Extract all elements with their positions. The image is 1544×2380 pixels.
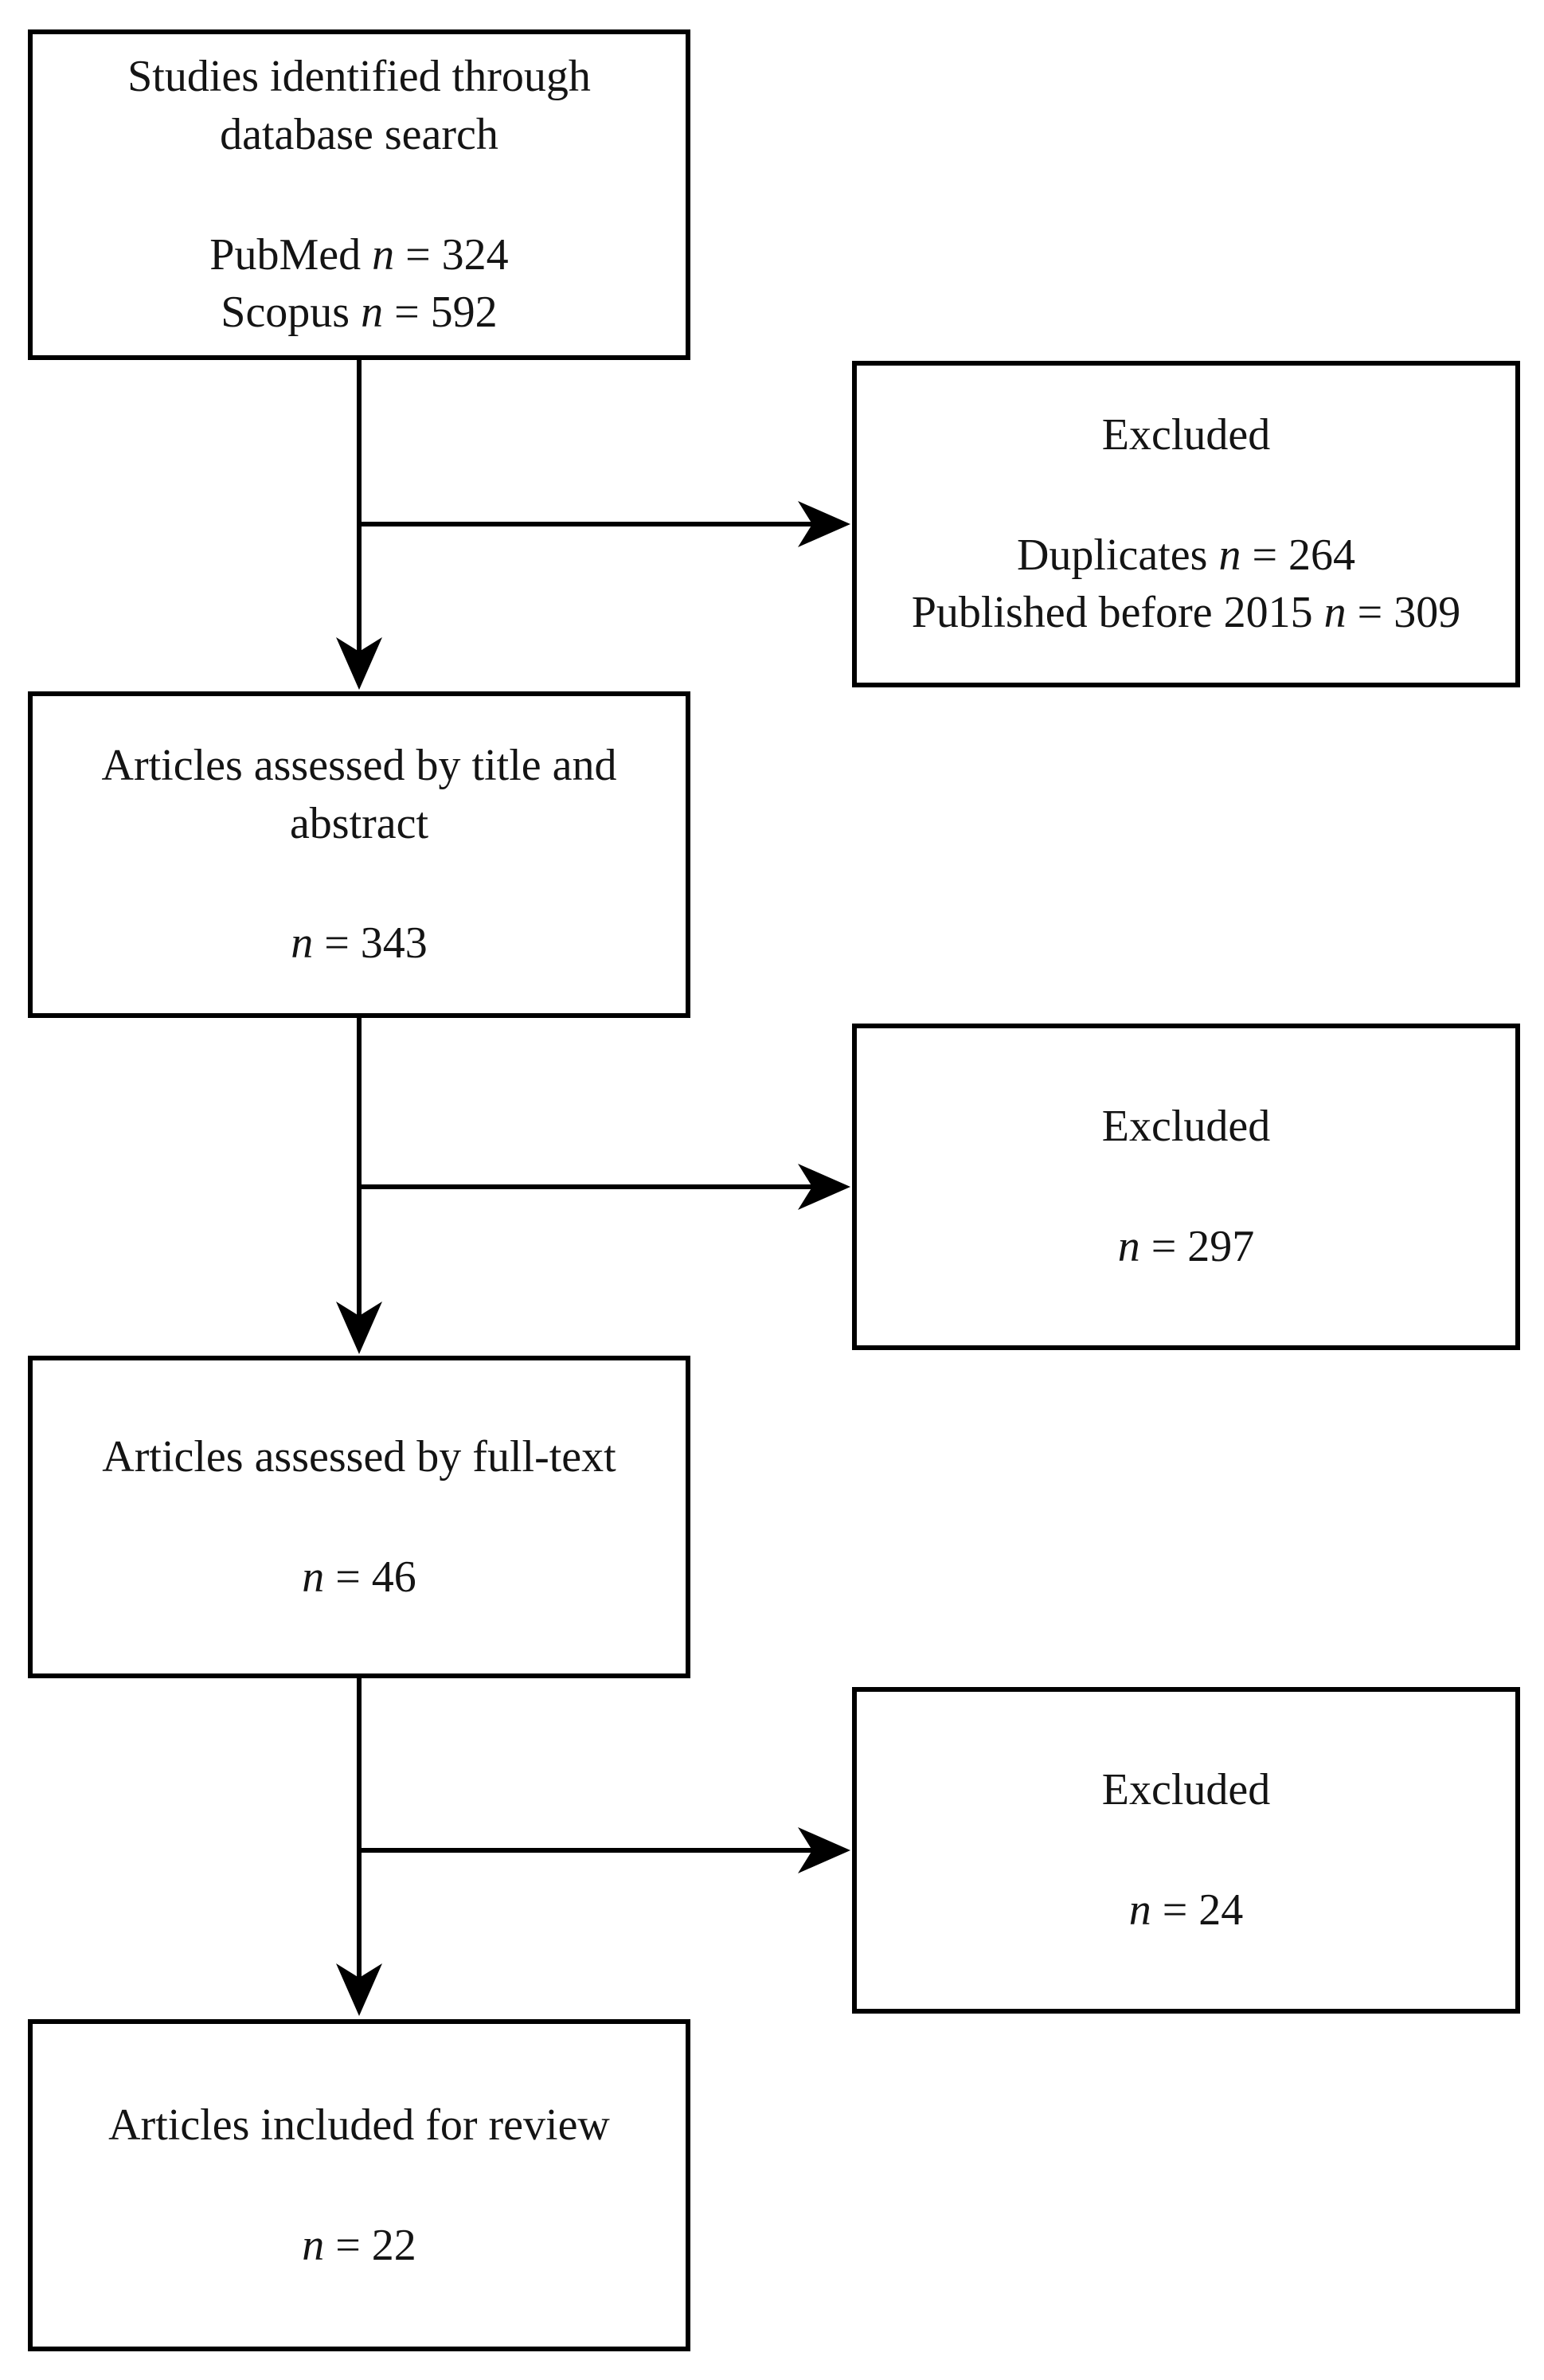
- title-line: abstract: [289, 798, 429, 848]
- stat-count: n = 297: [1117, 1222, 1255, 1271]
- box-excluded-duplicates: Excluded Duplicates n = 264 Published be…: [852, 361, 1520, 687]
- arrowhead-down: [336, 637, 382, 690]
- box-title: Excluded: [857, 1098, 1515, 1156]
- box-excluded-fulltext: Excluded n = 24: [852, 1687, 1520, 2014]
- arrowhead-right: [798, 1164, 850, 1210]
- connector-title-abstract-to-excluded-2: [359, 1164, 850, 1210]
- connector-identified-to-title-abstract: [336, 360, 382, 690]
- title-line: Articles assessed by full-text: [102, 1431, 616, 1482]
- stat-scopus: Scopus n = 592: [221, 288, 498, 338]
- stat-duplicates: Duplicates n = 264: [1016, 530, 1356, 580]
- stat-count: n = 24: [1128, 1885, 1244, 1935]
- box-title: Excluded: [857, 1761, 1515, 1819]
- box-title: Articles included for review: [33, 2096, 686, 2155]
- box-included-review: Articles included for review n = 22: [28, 2019, 690, 2351]
- title-line: Excluded: [1101, 1102, 1271, 1152]
- connector-fulltext-to-excluded-3: [359, 1827, 850, 1873]
- stat-count: n = 46: [302, 1552, 416, 1602]
- n-symbol: n: [302, 2220, 325, 2270]
- title-line: database search: [220, 109, 498, 159]
- title-line: Articles included for review: [108, 2100, 610, 2150]
- box-stats: Duplicates n = 264 Published before 2015…: [857, 526, 1515, 643]
- box-studies-identified: Studies identified through database sear…: [28, 29, 690, 360]
- stat-count: n = 343: [291, 918, 428, 969]
- box-title: Articles assessed by title and abstract: [33, 737, 686, 853]
- title-line: Excluded: [1101, 1765, 1271, 1815]
- title-line: Studies identified through: [127, 51, 591, 101]
- connector-title-abstract-to-fulltext: [336, 1018, 382, 1354]
- connector-identified-to-excluded-1: [359, 501, 850, 547]
- box-stats: n = 343: [33, 914, 686, 973]
- n-symbol: n: [1117, 1222, 1140, 1271]
- box-stats: PubMed n = 324 Scopus n = 592: [33, 226, 686, 343]
- arrowhead-down: [336, 1963, 382, 2016]
- box-stats: n = 46: [33, 1548, 686, 1607]
- box-stats: n = 22: [33, 2217, 686, 2275]
- stat-pubmed: PubMed n = 324: [209, 229, 509, 280]
- n-symbol: n: [1323, 588, 1347, 638]
- box-assessed-title-abstract: Articles assessed by title and abstract …: [28, 691, 690, 1018]
- box-stats: n = 297: [857, 1218, 1515, 1276]
- title-line: Articles assessed by title and: [101, 740, 617, 790]
- arrowhead-right: [798, 1827, 850, 1873]
- title-line: Excluded: [1101, 409, 1271, 460]
- n-symbol: n: [291, 918, 314, 969]
- n-symbol: n: [372, 229, 395, 280]
- box-title: Articles assessed by full-text: [33, 1428, 686, 1486]
- arrowhead-down: [336, 1302, 382, 1354]
- arrowhead-right: [798, 501, 850, 547]
- n-symbol: n: [361, 288, 384, 338]
- box-stats: n = 24: [857, 1881, 1515, 1940]
- box-title: Studies identified through database sear…: [33, 48, 686, 164]
- connector-fulltext-to-included: [336, 1678, 382, 2016]
- box-assessed-fulltext: Articles assessed by full-text n = 46: [28, 1356, 690, 1678]
- box-title: Excluded: [857, 406, 1515, 464]
- stat-count: n = 22: [302, 2220, 416, 2270]
- stat-published-before-2015: Published before 2015 n = 309: [911, 588, 1461, 638]
- n-symbol: n: [302, 1552, 325, 1602]
- box-excluded-title-abstract: Excluded n = 297: [852, 1024, 1520, 1350]
- n-symbol: n: [1218, 530, 1241, 580]
- n-symbol: n: [1128, 1885, 1151, 1935]
